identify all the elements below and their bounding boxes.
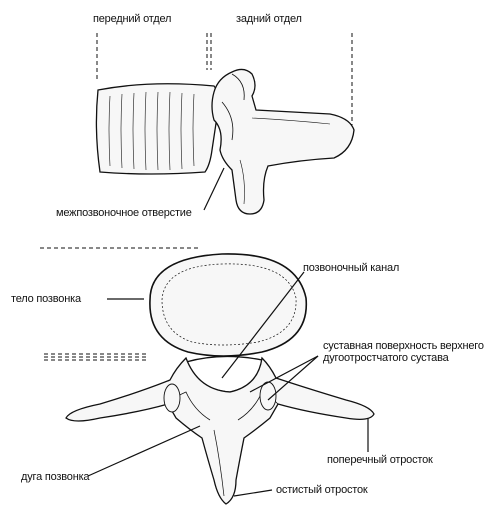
vertebral-body-label: тело позвонка <box>11 293 81 305</box>
foramen-pointer-line <box>204 168 224 210</box>
intervertebral-foramen-label: межпозвоночное отверстие <box>56 207 192 219</box>
superior-vertebral-body <box>150 254 306 356</box>
spinous-process-label: остистый отросток <box>276 484 368 496</box>
spinal-canal-label: позвоночный канал <box>303 262 399 274</box>
left-facet <box>164 384 180 412</box>
vertebral-arch-label: дуга позвонка <box>21 471 89 483</box>
spinous-pointer-line <box>234 490 272 496</box>
facet-surface-label: суставная поверхность верхнего дугоотрос… <box>323 340 484 364</box>
facet-surface-label-line1: суставная поверхность верхнего <box>323 340 484 352</box>
back-section-label: задний отдел <box>236 13 302 25</box>
arch-pointer-line <box>88 426 200 476</box>
right-facet <box>260 382 276 410</box>
lateral-posterior-elements <box>212 69 354 214</box>
facet-surface-label-line2: дугоотростчатого сустава <box>323 352 484 364</box>
transverse-process-label: поперечный отросток <box>327 454 433 466</box>
front-section-label: передний отдел <box>93 13 171 25</box>
